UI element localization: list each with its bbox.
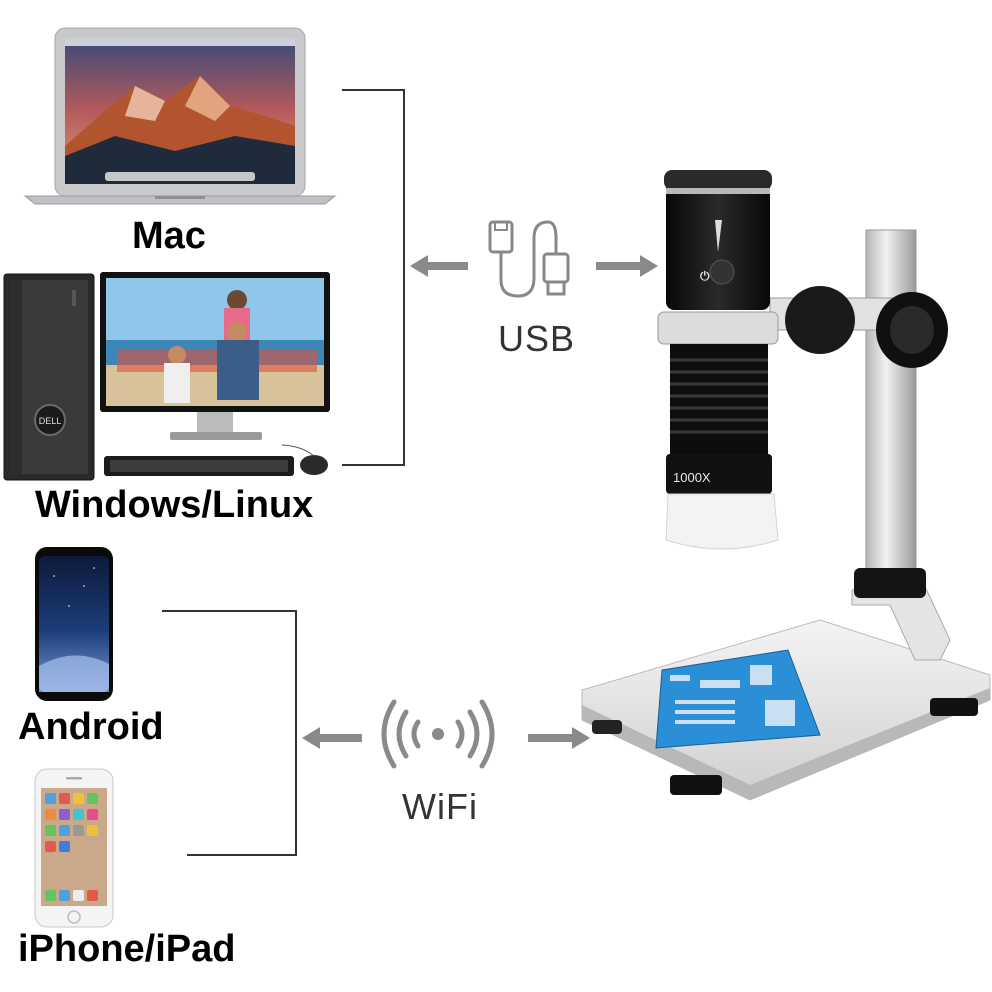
magnification-label: 1000X [673,470,711,485]
desktop-pc-image: DELL [3,272,330,481]
wifi-label: WiFi [402,786,478,827]
macbook-image [23,27,337,205]
wifi-left-arrow [302,727,362,749]
svg-text:⏻: ⏻ [700,269,710,283]
usb-label: USB [498,318,576,359]
android-label: Android [18,706,164,748]
mac-label: Mac [132,215,206,257]
windows-linux-label: Windows/Linux [35,484,314,526]
usb-right-arrow [596,255,658,277]
dell-logo: DELL [39,416,62,426]
android-phone-image [35,547,113,701]
usb-cable-icon [488,220,570,298]
microscope-stand-image: ⏻ 1000X [581,170,991,801]
wifi-right-arrow [528,727,590,749]
iphone-ipad-label: iPhone/iPad [18,928,236,970]
wifi-signal-icon [381,699,495,769]
iphone-image [34,768,114,928]
usb-left-arrow [410,255,468,277]
